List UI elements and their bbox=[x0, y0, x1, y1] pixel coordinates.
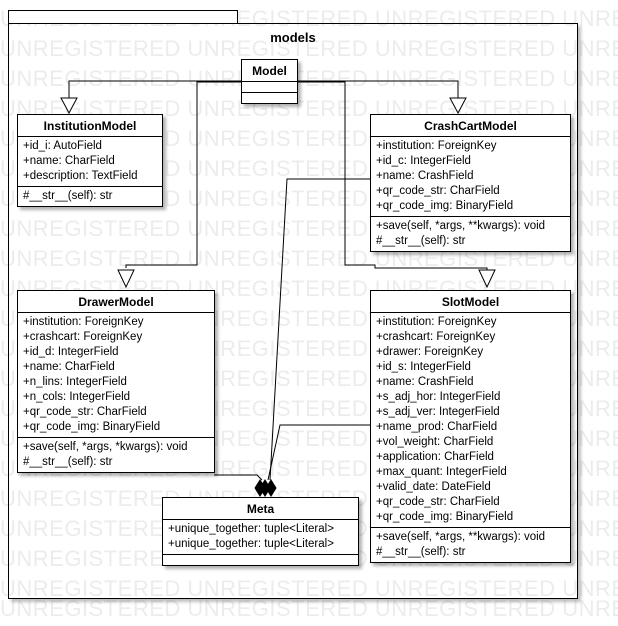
attribute: +name_prod: CharField bbox=[376, 421, 498, 433]
composition-diamond bbox=[265, 479, 277, 497]
attributes-section: +id_i: AutoField +name: CharField +descr… bbox=[18, 137, 162, 187]
inheritance-arrow bbox=[60, 97, 78, 115]
attribute: +institution: ForeignKey bbox=[376, 316, 497, 328]
method: #__str__(self): str bbox=[376, 235, 466, 247]
attribute: +name: CharField bbox=[23, 155, 115, 167]
attribute: +max_quant: IntegerField bbox=[376, 466, 507, 478]
method: #__str__(self): str bbox=[23, 456, 113, 468]
class-slot-model[interactable]: SlotModel +institution: ForeignKey +cras… bbox=[370, 290, 571, 563]
attribute: +name: CrashField bbox=[376, 170, 474, 182]
attribute: +vol_weight: CharField bbox=[376, 436, 494, 448]
attribute: +crashcart: ForeignKey bbox=[376, 331, 496, 343]
attribute: +qr_code_img: BinaryField bbox=[23, 421, 161, 433]
attributes-section: +institution: ForeignKey +id_c: IntegerF… bbox=[371, 137, 570, 217]
method: #__str__(self): str bbox=[23, 190, 113, 202]
class-name: Model bbox=[242, 60, 297, 82]
class-name: InstitutionModel bbox=[18, 115, 162, 137]
composition-drawer bbox=[214, 474, 263, 481]
class-name: Meta bbox=[163, 498, 358, 520]
attribute: +qr_code_str: CharField bbox=[376, 496, 500, 508]
generalization-institution bbox=[68, 80, 241, 98]
class-name: CrashCartModel bbox=[371, 115, 570, 137]
attribute: +institution: ForeignKey bbox=[376, 140, 497, 152]
method: +save(self, *args, **kwargs): void bbox=[376, 531, 546, 543]
class-model[interactable]: Model bbox=[241, 59, 298, 104]
watermark-text: UNREGISTERED UNREGISTERED UNREGISTERED U… bbox=[0, 596, 618, 621]
attribute: +name: CharField bbox=[23, 361, 115, 373]
methods-section: +save(self, *args, **kwargs): void #__st… bbox=[371, 528, 570, 562]
inheritance-arrow bbox=[449, 97, 467, 115]
package-title: models bbox=[270, 30, 316, 45]
package-models[interactable]: models bbox=[8, 23, 578, 599]
watermark-text: UNREGISTERED UNREGISTERED UNREGISTERED U… bbox=[0, 576, 618, 601]
method: #__str__(self): str bbox=[376, 546, 466, 558]
class-drawer-model[interactable]: DrawerModel +institution: ForeignKey +cr… bbox=[17, 290, 215, 473]
method: +save(self, *args, **kwargs): void bbox=[376, 220, 546, 232]
attributes-section: +unique_together: tuple<Literal> +unique… bbox=[163, 520, 358, 555]
inheritance-arrow bbox=[478, 269, 496, 289]
class-name: SlotModel bbox=[371, 291, 570, 313]
inheritance-arrow bbox=[117, 269, 135, 289]
attribute: +description: TextField bbox=[23, 170, 138, 182]
attribute: +crashcart: ForeignKey bbox=[23, 331, 143, 343]
attribute: +s_adj_ver: IntegerField bbox=[376, 406, 500, 418]
attribute: +unique_together: tuple<Literal> bbox=[168, 523, 334, 535]
attribute: +id_i: AutoField bbox=[23, 140, 102, 152]
generalization-drawer bbox=[125, 81, 241, 268]
class-meta[interactable]: Meta +unique_together: tuple<Literal> +u… bbox=[162, 497, 359, 566]
attribute: +n_cols: IntegerField bbox=[23, 391, 131, 403]
methods-section: +save(self, *args, *kwargs): void #__str… bbox=[18, 438, 214, 472]
attribute: +qr_code_img: BinaryField bbox=[376, 511, 514, 523]
method: +save(self, *args, *kwargs): void bbox=[23, 441, 188, 453]
attribute: +n_lins: IntegerField bbox=[23, 376, 127, 388]
attribute: +institution: ForeignKey bbox=[23, 316, 144, 328]
methods-section bbox=[242, 93, 297, 103]
methods-section bbox=[163, 555, 358, 565]
attribute: +qr_code_img: BinaryField bbox=[376, 200, 514, 212]
watermark-text: UNREGISTERED UNREGISTERED UNREGISTERED U… bbox=[0, 36, 618, 61]
class-name: DrawerModel bbox=[18, 291, 214, 313]
generalization-slot bbox=[290, 81, 488, 270]
attribute: +qr_code_str: CharField bbox=[23, 406, 147, 418]
attribute: +name: CrashField bbox=[376, 376, 474, 388]
class-institution-model[interactable]: InstitutionModel +id_i: AutoField +name:… bbox=[17, 114, 163, 207]
attribute: +valid_date: DateField bbox=[376, 481, 491, 493]
composition-crashcart bbox=[269, 178, 370, 481]
attribute: +id_d: IntegerField bbox=[23, 346, 119, 358]
composition-slot bbox=[267, 424, 370, 481]
methods-section: +save(self, *args, **kwargs): void #__st… bbox=[371, 217, 570, 251]
class-crashcart-model[interactable]: CrashCartModel +institution: ForeignKey … bbox=[370, 114, 571, 252]
attributes-section: +institution: ForeignKey +crashcart: For… bbox=[371, 313, 570, 528]
watermark-text: UNREGISTERED UNREGISTERED UNREGISTERED U… bbox=[0, 66, 618, 91]
attribute: +id_c: IntegerField bbox=[376, 155, 471, 167]
methods-section: #__str__(self): str bbox=[18, 187, 162, 206]
generalization-crashcart bbox=[290, 80, 459, 98]
attribute: +application: CharField bbox=[376, 451, 494, 463]
attributes-section: +institution: ForeignKey +crashcart: For… bbox=[18, 313, 214, 438]
attribute: +s_adj_hor: IntegerField bbox=[376, 391, 501, 403]
attributes-section bbox=[242, 82, 297, 93]
attribute: +unique_together: tuple<Literal> bbox=[168, 538, 334, 550]
attribute: +drawer: ForeignKey bbox=[376, 346, 484, 358]
attribute: +id_s: IntegerField bbox=[376, 361, 471, 373]
attribute: +qr_code_str: CharField bbox=[376, 185, 500, 197]
